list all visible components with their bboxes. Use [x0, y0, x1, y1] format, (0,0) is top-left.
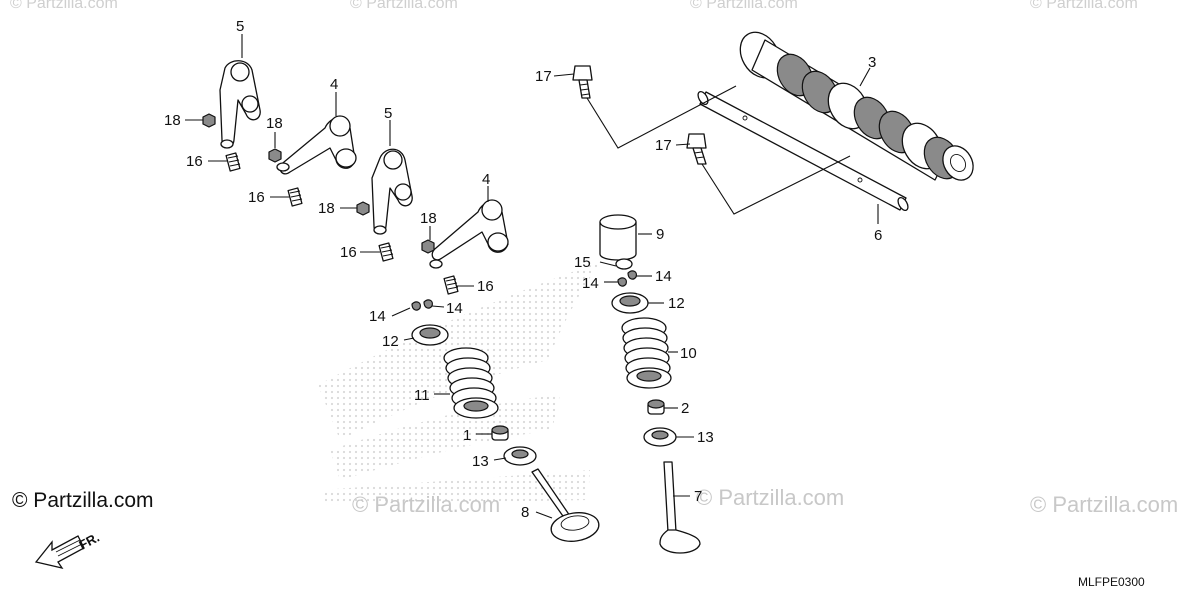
nut-18-b[interactable] [268, 148, 282, 163]
callout-5: 5 [236, 18, 244, 35]
callout-8: 8 [521, 504, 529, 521]
callout-12: 12 [668, 295, 685, 312]
callout-11: 11 [414, 387, 430, 404]
callout-4: 4 [330, 76, 338, 93]
callout-13: 13 [697, 429, 714, 446]
spring-seat-13-right[interactable] [643, 427, 677, 447]
screw-16-d[interactable] [443, 275, 459, 295]
callout-6: 6 [874, 227, 882, 244]
callout-17: 17 [655, 137, 672, 154]
bolt-17-left[interactable] [572, 65, 593, 99]
callout-12: 12 [382, 333, 399, 350]
callout-7: 7 [694, 488, 702, 505]
cotter-14-left-b[interactable] [423, 299, 433, 309]
brand-watermark: © Partzilla.com [12, 489, 154, 512]
callout-18: 18 [318, 200, 335, 217]
watermark-text: © Partzilla.com [1030, 492, 1178, 517]
callout-13: 13 [472, 453, 489, 470]
camshaft[interactable] [732, 25, 979, 185]
watermark-text: © Partzilla.com [690, 0, 798, 12]
nut-18-d[interactable] [421, 239, 435, 254]
screw-16-b[interactable] [287, 187, 303, 207]
watermark-text: © Partzilla.com [350, 0, 458, 12]
callout-16: 16 [340, 244, 357, 261]
callout-18: 18 [420, 210, 437, 227]
callout-9: 9 [656, 226, 664, 243]
callout-14: 14 [582, 275, 599, 292]
callout-14: 14 [655, 268, 672, 285]
callout-18: 18 [266, 115, 283, 132]
leader-lines [185, 34, 879, 519]
callout-16: 16 [248, 189, 265, 206]
retainer-12-right[interactable] [611, 292, 649, 314]
cotter-14-left-a[interactable] [411, 301, 421, 311]
watermark-top-row: © Partzilla.com © Partzilla.com © Partzi… [10, 0, 1138, 12]
watermark-text: © Partzilla.com [10, 0, 118, 12]
callout-4: 4 [482, 171, 490, 188]
spring-11-left[interactable] [443, 347, 499, 419]
nut-18-a[interactable] [202, 113, 216, 128]
callout-labels: 5 4 5 4 18 18 18 18 16 16 16 16 17 17 3 … [164, 18, 882, 521]
valve-8[interactable] [531, 468, 601, 544]
valve-7[interactable] [659, 461, 701, 554]
bolt-17-right[interactable] [686, 133, 707, 165]
screw-16-a[interactable] [225, 152, 241, 172]
shim-15[interactable] [615, 258, 633, 270]
screw-16-c[interactable] [378, 242, 394, 262]
nut-18-c[interactable] [356, 201, 370, 216]
retainer-12-left[interactable] [411, 324, 449, 346]
callout-5: 5 [384, 105, 392, 122]
callout-1: 1 [463, 427, 471, 444]
callout-15: 15 [574, 254, 591, 271]
cotter-14-right-a[interactable] [617, 277, 627, 287]
callout-17: 17 [535, 68, 552, 85]
callout-18: 18 [164, 112, 181, 129]
watermark-text: © Partzilla.com [352, 492, 500, 517]
rocker-arm-5-right[interactable] [371, 148, 413, 235]
callout-14: 14 [446, 300, 463, 317]
callout-14: 14 [369, 308, 386, 325]
callout-2: 2 [681, 400, 689, 417]
callout-16: 16 [477, 278, 494, 295]
tappet-9[interactable] [599, 214, 637, 261]
rocker-arm-5-left[interactable] [219, 60, 261, 149]
spring-10-right[interactable] [621, 317, 672, 389]
diagram-code: MLFPE0300 [1078, 575, 1145, 589]
callout-3: 3 [868, 54, 876, 71]
watermark-text: © Partzilla.com [696, 485, 844, 510]
rocker-arm-4-left[interactable] [276, 115, 357, 175]
watermark-text: © Partzilla.com [1030, 0, 1138, 12]
watermark-bottom-row: © Partzilla.com © Partzilla.com © Partzi… [352, 485, 1178, 517]
cotter-14-right-b[interactable] [627, 270, 637, 280]
rocker-shaft[interactable] [696, 90, 910, 212]
stem-seal-1[interactable] [491, 425, 509, 441]
rocker-arm-4-right[interactable] [429, 199, 509, 269]
stem-seal-2[interactable] [647, 399, 665, 415]
callout-10: 10 [680, 345, 697, 362]
callout-16: 16 [186, 153, 203, 170]
spring-seat-13-left[interactable] [503, 446, 537, 466]
front-direction-arrow-icon: FR. [34, 530, 102, 570]
